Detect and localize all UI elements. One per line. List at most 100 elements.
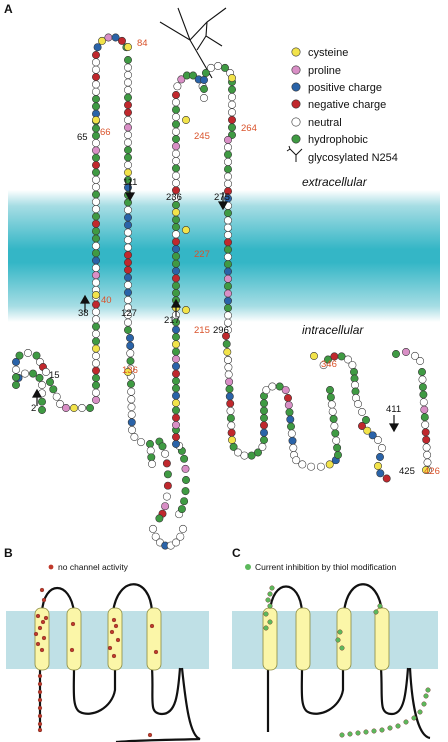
residue-bead xyxy=(124,273,132,282)
residue-bead xyxy=(172,142,180,151)
residue-bead xyxy=(268,382,277,391)
legend-a: cysteine proline positive charge negativ… xyxy=(286,47,398,164)
marker-dot xyxy=(411,715,417,721)
legend-label-proline: proline xyxy=(308,65,341,77)
residue-bead xyxy=(92,374,100,382)
residue-bead xyxy=(155,514,164,523)
residue-bead xyxy=(275,382,284,391)
res-label-425: 425 xyxy=(399,466,415,477)
residue-bead xyxy=(189,71,198,80)
residue-bead xyxy=(172,274,180,283)
residue-bead xyxy=(224,157,232,166)
residue-bead xyxy=(92,161,100,170)
marker-dot xyxy=(347,731,353,737)
marker-dot xyxy=(69,647,75,653)
residue-bead xyxy=(92,234,100,243)
panel-b-legend: no channel activity xyxy=(58,562,129,572)
res-label-127: 127 xyxy=(121,308,137,319)
residue-bead xyxy=(172,384,180,393)
residue-bead xyxy=(225,377,234,386)
panel-label-a: A xyxy=(4,2,13,16)
residue-bead xyxy=(92,168,100,177)
residue-bead xyxy=(354,400,362,408)
residue-bead xyxy=(124,43,132,51)
panel-b-markers xyxy=(33,587,159,738)
residue-bead xyxy=(124,228,132,237)
residue-bead xyxy=(15,351,24,360)
residue-bead xyxy=(286,415,295,424)
residue-bead xyxy=(228,108,236,117)
residue-bead xyxy=(374,462,382,470)
residue-bead xyxy=(226,406,235,415)
marker-dot xyxy=(339,732,345,738)
residue-bead xyxy=(149,524,157,533)
residue-bead xyxy=(172,340,180,349)
residue-bead xyxy=(298,460,307,469)
residue-bead xyxy=(124,101,132,109)
res-label-411: 411 xyxy=(386,404,401,415)
residue-bead xyxy=(173,82,182,91)
panel-c-helices xyxy=(262,607,390,671)
res-label-346: 346 xyxy=(321,359,337,370)
residue-bead xyxy=(56,400,64,408)
residue-bead xyxy=(326,386,334,394)
residue-bead xyxy=(172,113,180,121)
res-label-65: 65 xyxy=(77,132,88,143)
residue-bead xyxy=(292,456,301,465)
legend-swatch-cysteine xyxy=(291,47,301,57)
residue-bead xyxy=(419,390,428,399)
residue-bead xyxy=(172,164,180,173)
residue-bead xyxy=(224,296,232,305)
membrane-band xyxy=(8,190,440,322)
marker-dot xyxy=(421,701,427,707)
residue-bead xyxy=(38,406,46,414)
residue-bead xyxy=(284,401,293,410)
residue-bead xyxy=(229,442,238,451)
residue-bead xyxy=(172,215,180,224)
residue-bead xyxy=(224,165,232,174)
residue-bead xyxy=(337,352,346,361)
residue-bead xyxy=(240,451,249,460)
residue-bead xyxy=(228,93,236,102)
res-label-236: 236 xyxy=(166,192,182,203)
residue-bead xyxy=(92,124,100,133)
residue-bead xyxy=(92,263,100,272)
marker-dot xyxy=(35,641,41,647)
residue-bead xyxy=(24,349,32,357)
residue-bead xyxy=(92,51,100,59)
residue-bead xyxy=(92,95,100,103)
residue-bead xyxy=(92,256,100,265)
residue-bead xyxy=(118,36,126,45)
marker-dot xyxy=(37,705,43,711)
residue-bead xyxy=(228,74,236,82)
residue-bead xyxy=(124,243,132,252)
panel-c-legend: Current inhibition by thiol modification xyxy=(255,562,397,572)
residue-bead xyxy=(260,436,268,444)
residue-bead xyxy=(378,444,386,452)
residue-bead xyxy=(416,357,425,365)
legend-swatch-proline xyxy=(291,65,301,75)
residue-bead xyxy=(146,446,155,455)
residue-bead xyxy=(172,208,180,217)
panel-b-helices xyxy=(34,607,162,671)
residue-bead xyxy=(29,369,37,378)
residue-bead xyxy=(163,481,172,490)
residue-bead xyxy=(307,462,316,471)
residue-bead xyxy=(310,352,318,360)
residue-bead xyxy=(161,449,170,458)
residue-bead xyxy=(224,274,232,283)
residue-bead xyxy=(124,266,132,274)
residue-bead xyxy=(92,322,100,331)
residue-bead xyxy=(172,245,180,253)
legend-label-glyco: glycosylated N254 xyxy=(308,152,398,164)
residue-bead xyxy=(224,311,232,320)
residue-bead xyxy=(376,469,385,478)
residue-bead xyxy=(92,87,100,96)
residue-bead xyxy=(151,532,160,541)
residue-bead xyxy=(392,350,400,358)
residue-bead xyxy=(228,85,236,94)
residue-bead xyxy=(344,355,352,364)
residue-bead xyxy=(172,355,180,363)
marker-dot xyxy=(149,623,155,629)
